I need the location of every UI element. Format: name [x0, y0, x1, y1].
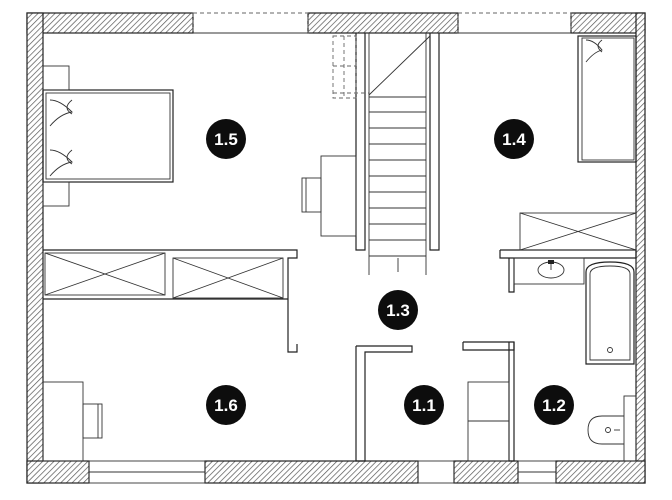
- desk-1-6: [42, 381, 103, 462]
- wall-left: [26, 12, 44, 484]
- room-badge-1-2: [534, 385, 574, 425]
- wall-bottom-mid: [204, 460, 419, 484]
- wall-bottom-mid2: [453, 460, 519, 484]
- room-text-1-1: 1.1: [412, 396, 436, 415]
- wardrobe-1-5: [44, 252, 284, 299]
- room-badge-1-3: [378, 290, 418, 330]
- wall-bottom-right: [555, 460, 646, 484]
- wall-top-right: [570, 12, 646, 34]
- bathtub: [585, 261, 635, 365]
- bed-1-4: [577, 35, 637, 163]
- room-label-1-3: 1.3: [378, 290, 418, 330]
- room-text-1-4: 1.4: [502, 130, 526, 149]
- toilet: [587, 395, 637, 462]
- window-bottom-mid: [417, 460, 455, 484]
- room-label-1-1: 1.1: [404, 385, 444, 425]
- wall-bottom-left: [26, 460, 90, 484]
- room-label-1-2: 1.2: [534, 385, 574, 425]
- bed-1-5: [42, 65, 174, 207]
- room-badge-1-6: [206, 385, 246, 425]
- wall-top-mid: [307, 12, 459, 34]
- staircase: [332, 33, 431, 275]
- sink: [513, 257, 585, 285]
- room-badge-1-5: [206, 119, 246, 159]
- room-text-1-5: 1.5: [214, 130, 238, 149]
- room-text-1-2: 1.2: [542, 396, 566, 415]
- windows: [88, 12, 572, 484]
- room-text-1-3: 1.3: [386, 301, 410, 320]
- desk-1-5: [301, 155, 357, 237]
- room-label-1-4: 1.4: [494, 119, 534, 159]
- room-label-1-6: 1.6: [206, 385, 246, 425]
- wall-top-left: [26, 12, 194, 34]
- window-top-right: [457, 12, 572, 34]
- window-top-left: [192, 12, 309, 34]
- wardrobe-1-4: [519, 212, 637, 251]
- room-badge-1-4: [494, 119, 534, 159]
- room-text-1-6: 1.6: [214, 396, 238, 415]
- cabinet-1-1: [467, 381, 510, 462]
- room-badge-1-1: [404, 385, 444, 425]
- wall-right: [635, 12, 646, 484]
- room-label-1-5: 1.5: [206, 119, 246, 159]
